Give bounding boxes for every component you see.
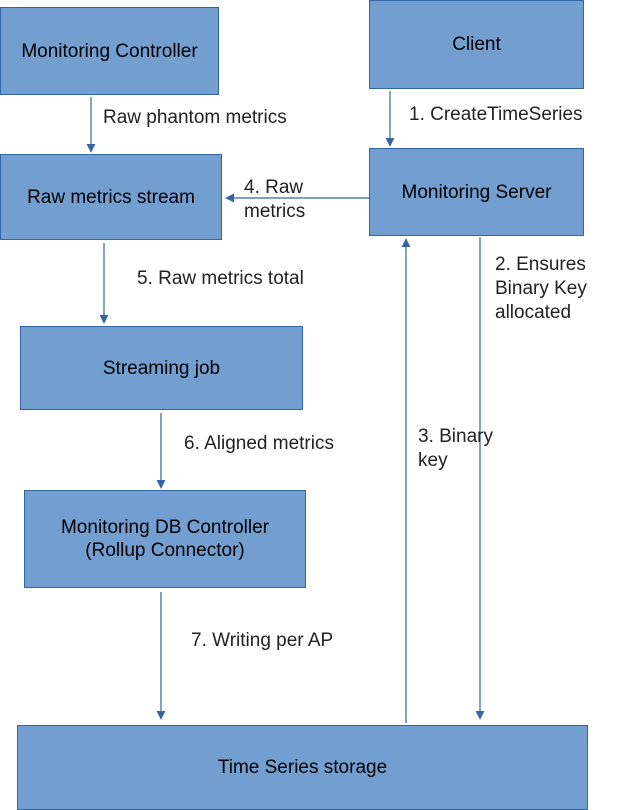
monitoring-db-controller-label-line1: Monitoring DB Controller — [60, 517, 270, 538]
edge-label-ensures-line3: allocated — [495, 302, 572, 323]
monitoring-controller-label: Monitoring Controller — [21, 40, 198, 62]
edge-label-aligned-metrics: 6. Aligned metrics — [184, 433, 334, 454]
edge-label-raw-metrics-line1: 4. Raw — [244, 177, 304, 198]
edge-label-create-time-series: 1. CreateTimeSeries — [409, 104, 583, 125]
monitoring-db-controller-label-line2: (Rollup Connector) — [85, 540, 245, 561]
client-node: Client — [369, 0, 584, 89]
time-series-storage-node: Time Series storage — [17, 725, 588, 810]
time-series-storage-label: Time Series storage — [217, 757, 388, 778]
streaming-job-node: Streaming job — [20, 326, 303, 410]
edge-label-raw-metrics-line2: metrics — [244, 201, 306, 222]
monitoring-server-node: Monitoring Server — [369, 148, 584, 236]
edge-label-raw-metrics: 4. Raw metrics — [244, 176, 354, 224]
edge-label-binary-key-line1: 3. Binary — [418, 426, 493, 447]
raw-metrics-stream-node: Raw metrics stream — [0, 154, 222, 240]
edge-label-ensures-binary-key: 2. Ensures Binary Key allocated — [495, 253, 613, 325]
edge-label-binary-key-line2: key — [418, 450, 448, 471]
streaming-job-label: Streaming job — [102, 357, 221, 379]
monitoring-controller-node: Monitoring Controller — [0, 7, 219, 95]
raw-metrics-stream-label: Raw metrics stream — [27, 186, 195, 208]
monitoring-server-label: Monitoring Server — [401, 181, 552, 203]
edge-label-ensures-line2: Binary Key — [495, 278, 587, 299]
edge-label-ensures-line1: 2. Ensures — [495, 254, 586, 275]
edge-label-binary-key: 3. Binary key — [418, 425, 518, 473]
client-label: Client — [452, 34, 501, 55]
monitoring-db-controller-node: Monitoring DB Controller (Rollup Connect… — [24, 490, 306, 588]
edge-label-writing-per-ap: 7. Writing per AP — [191, 630, 334, 651]
edge-label-raw-phantom-metrics: Raw phantom metrics — [103, 107, 287, 128]
edge-label-raw-metrics-total: 5. Raw metrics total — [137, 268, 304, 289]
